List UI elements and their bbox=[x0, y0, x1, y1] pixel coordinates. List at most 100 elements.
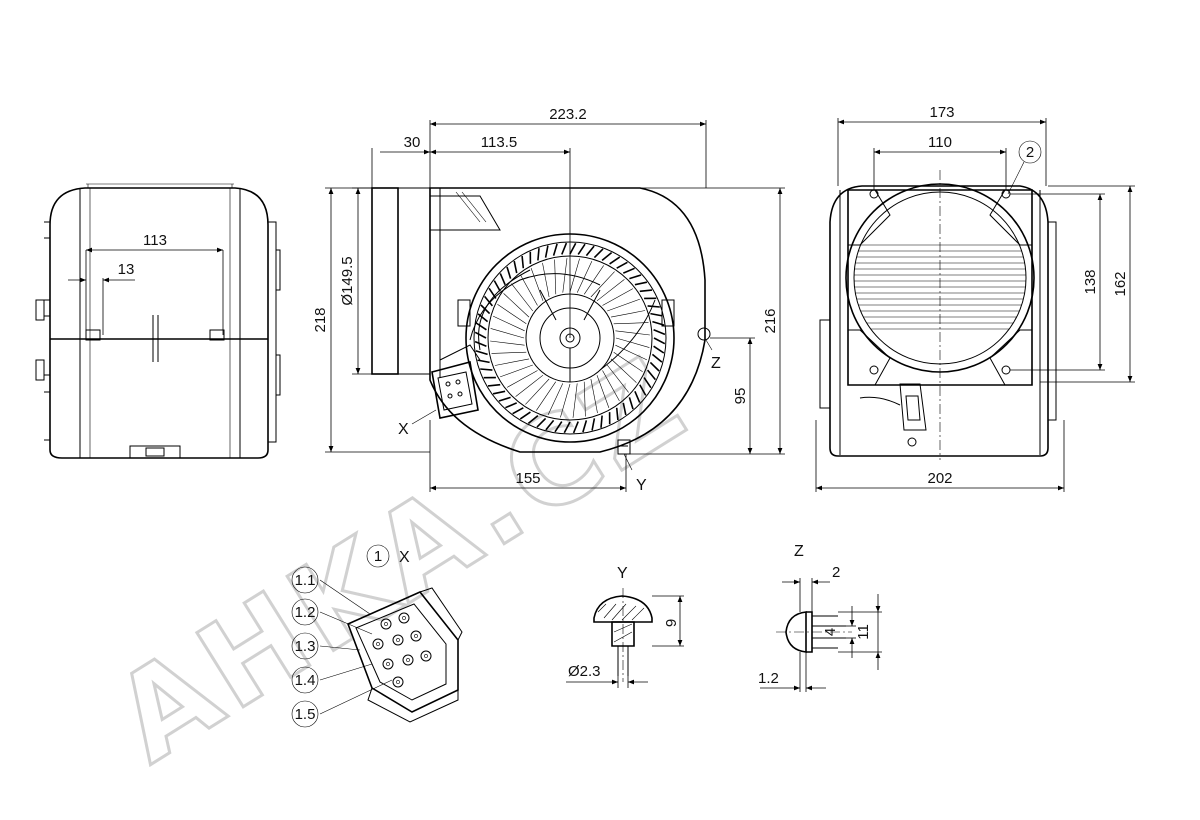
impeller-spoke bbox=[491, 351, 527, 354]
impeller-blade bbox=[647, 305, 660, 308]
impeller-blade bbox=[609, 256, 621, 265]
impeller-blade bbox=[552, 243, 558, 256]
impeller-blade bbox=[536, 417, 547, 428]
impeller-blade bbox=[499, 273, 506, 286]
side-dim-113-5: 113.5 bbox=[481, 134, 517, 151]
impeller-blade bbox=[582, 420, 588, 433]
impeller-blade bbox=[593, 248, 604, 259]
connector-pin-core bbox=[406, 658, 410, 662]
impeller-blade bbox=[653, 337, 666, 345]
connector-pin bbox=[420, 650, 432, 662]
rear-dim-138: 138 bbox=[1082, 269, 1099, 294]
callout-z: Z bbox=[711, 355, 721, 372]
impeller-blade bbox=[600, 415, 603, 428]
connector-pin bbox=[398, 612, 410, 624]
impeller-spoke bbox=[560, 383, 571, 418]
impeller-spoke bbox=[525, 378, 550, 405]
impeller-blade bbox=[628, 397, 634, 410]
rear-dim-110: 110 bbox=[928, 134, 952, 151]
impeller-blade bbox=[483, 295, 494, 307]
impeller-blade bbox=[487, 383, 501, 387]
impeller-blade bbox=[527, 414, 539, 425]
impeller-blade bbox=[653, 329, 666, 336]
impeller-blade bbox=[480, 368, 493, 371]
impeller-blade bbox=[561, 242, 568, 255]
impeller-spoke bbox=[613, 322, 649, 325]
detail-z-dim-1-2: 1.2 bbox=[758, 670, 779, 687]
impeller-spoke bbox=[602, 370, 620, 402]
detail-y-dim-d2-3: Ø2.3 bbox=[568, 663, 601, 680]
impeller-blade bbox=[492, 390, 506, 395]
pin-label-1-3: 1.3 bbox=[295, 638, 316, 655]
connector-pin bbox=[372, 638, 384, 650]
impeller-spoke bbox=[569, 258, 580, 293]
impeller-spoke bbox=[490, 328, 525, 339]
impeller-spoke bbox=[499, 364, 533, 378]
detail-y-dim-9: 9 bbox=[663, 619, 680, 627]
side-dim-30: 30 bbox=[404, 134, 421, 151]
detail-y-title: Y bbox=[617, 565, 628, 582]
impeller-blade bbox=[650, 312, 663, 317]
impeller-spoke bbox=[547, 383, 564, 416]
impeller-blade bbox=[521, 255, 525, 269]
detail-x-ref-1: 1 bbox=[374, 548, 382, 565]
rear-dim-202: 202 bbox=[927, 470, 952, 487]
front-view bbox=[35, 183, 281, 459]
connector-pin-core bbox=[402, 616, 406, 620]
impeller-blade bbox=[639, 384, 647, 396]
front-dim-13: 13 bbox=[118, 261, 135, 278]
impeller-blade bbox=[474, 340, 487, 347]
impeller-spoke bbox=[515, 374, 544, 397]
impeller-blade bbox=[646, 369, 657, 381]
impeller-spoke bbox=[542, 262, 550, 298]
side-dim-95: 95 bbox=[732, 388, 749, 405]
pin-label-1-4: 1.4 bbox=[295, 672, 316, 689]
impeller-blade bbox=[563, 421, 571, 434]
detail-z-dim-11: 11 bbox=[855, 624, 872, 640]
detail-x-title: X bbox=[399, 549, 410, 566]
impeller-blade bbox=[653, 345, 665, 354]
impeller-blade bbox=[475, 350, 488, 356]
impeller-spoke bbox=[590, 271, 615, 298]
impeller-blade bbox=[649, 361, 660, 372]
impeller-spoke bbox=[613, 351, 643, 372]
pin-label-1-2: 1.2 bbox=[295, 604, 316, 621]
connector-pin-core bbox=[386, 662, 390, 666]
connector-pin bbox=[410, 630, 422, 642]
impeller-blade bbox=[512, 407, 524, 415]
connector-pin bbox=[380, 618, 392, 630]
connector-pin-core bbox=[376, 642, 380, 646]
impeller-spoke bbox=[492, 315, 525, 332]
detail-y bbox=[566, 588, 684, 688]
rear-ref-2: 2 bbox=[1026, 144, 1034, 161]
connector-pin bbox=[392, 634, 404, 646]
connector-pin-core bbox=[424, 654, 428, 658]
impeller-blade bbox=[615, 407, 619, 421]
impeller-spoke bbox=[602, 288, 634, 306]
impeller-blade bbox=[554, 421, 563, 433]
impeller-blade bbox=[544, 245, 549, 258]
impeller-blade bbox=[622, 267, 635, 274]
impeller-spoke bbox=[506, 370, 538, 388]
impeller-spoke bbox=[530, 267, 544, 301]
impeller-blade bbox=[585, 245, 595, 257]
side-view bbox=[325, 120, 785, 492]
side-dim-218: 218 bbox=[312, 307, 329, 332]
pin-label-1-1: 1.1 bbox=[295, 572, 316, 589]
impeller-spoke bbox=[554, 259, 557, 295]
impeller-blade bbox=[506, 266, 512, 279]
impeller-spoke bbox=[520, 274, 538, 306]
connector-pin-core bbox=[384, 622, 388, 626]
detail-z bbox=[760, 578, 882, 692]
impeller-spoke bbox=[562, 258, 568, 293]
impeller-blade bbox=[634, 390, 641, 403]
rear-dim-162: 162 bbox=[1112, 271, 1129, 296]
impeller-spoke bbox=[610, 310, 646, 318]
impeller-spoke bbox=[536, 381, 557, 411]
connector-pin bbox=[392, 676, 404, 688]
impeller-blade bbox=[537, 248, 540, 261]
detail-z-title: Z bbox=[794, 543, 804, 560]
impeller-spoke bbox=[596, 279, 625, 302]
impeller-blade bbox=[474, 331, 487, 339]
